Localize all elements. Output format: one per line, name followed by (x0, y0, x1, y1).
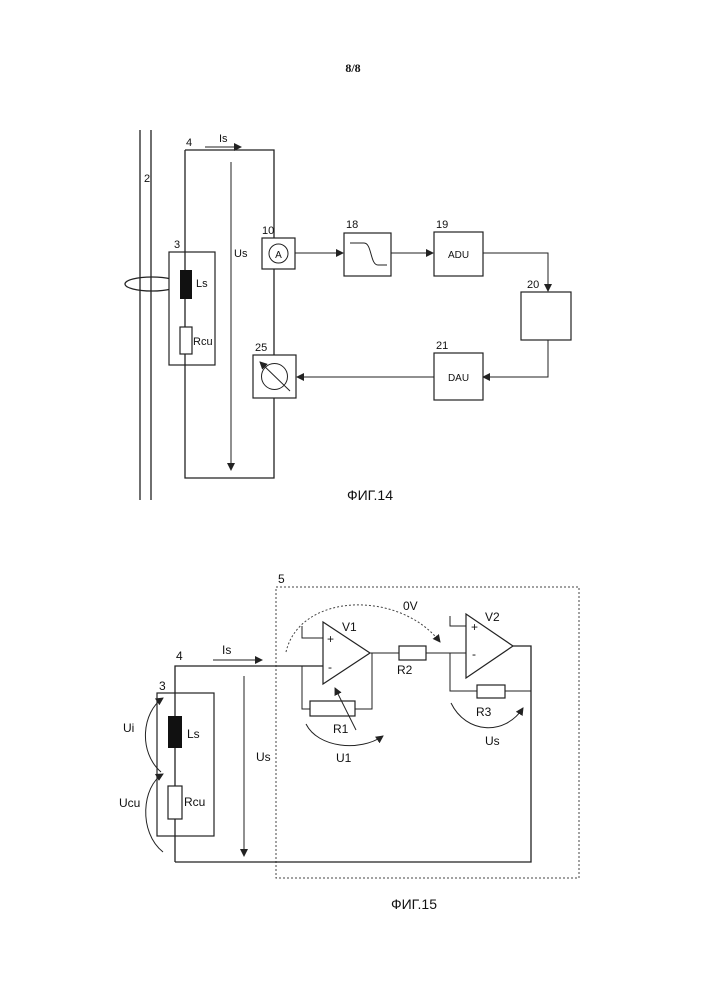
fig15-caption: ФИГ.15 (391, 896, 437, 912)
label-ui: Ui (123, 721, 134, 735)
ref-filter-18: 18 (346, 219, 358, 231)
inductor-ls-15 (168, 716, 182, 748)
loop-return-wire-15 (175, 646, 531, 862)
coil-unit-box-15 (157, 693, 214, 836)
ref-processor-20: 20 (527, 279, 539, 291)
label-u1: U1 (336, 751, 352, 765)
opamp-v2-minus: - (472, 647, 476, 661)
resistor-r2 (399, 646, 426, 660)
resistor-rcu (180, 327, 192, 354)
processor-box (521, 292, 571, 340)
dau-label: DAU (448, 373, 469, 384)
label-us-15: Us (256, 750, 271, 764)
v1-feedback-wire (302, 666, 310, 709)
figure-14: 2 3 4 Ls Rcu Is Us A 10 18 (125, 130, 571, 503)
label-is: Is (219, 133, 228, 145)
figure-15: 5 3 4 Ls Rcu Ui Ucu Is Us + - V1 (119, 572, 579, 912)
amplifier-block-5 (276, 587, 579, 878)
label-us-out: Us (485, 734, 500, 748)
label-v1: V1 (342, 620, 357, 634)
inductor-ls (180, 270, 192, 299)
v1-plus-wire (302, 626, 323, 638)
ref-loop-4-15: 4 (176, 649, 183, 663)
ref-ammeter-10: 10 (262, 225, 274, 237)
label-v2: V2 (485, 610, 500, 624)
opamp-v2-plus: + (471, 620, 478, 634)
fig14-caption: ФИГ.14 (347, 487, 393, 503)
label-rcu: Rcu (193, 336, 213, 348)
ref-source-25: 25 (255, 342, 267, 354)
ref-conductor-2: 2 (144, 173, 150, 185)
ref-coil-unit-3: 3 (174, 239, 180, 251)
label-0v: 0V (403, 599, 418, 613)
label-us: Us (234, 248, 248, 260)
filter-box (344, 233, 391, 276)
adu-label: ADU (448, 250, 469, 261)
opamp-v1-minus: - (328, 660, 332, 674)
ref-amplifier-block-5: 5 (278, 572, 285, 586)
ref-dau-21: 21 (436, 340, 448, 352)
ref-coil-unit-3-15: 3 (159, 679, 166, 693)
resistor-rcu-15 (168, 786, 182, 819)
ref-adu-19: 19 (436, 219, 448, 231)
opamp-v1-plus: + (327, 632, 334, 646)
label-ls-15: Ls (187, 727, 200, 741)
label-is-15: Is (222, 643, 231, 657)
signal-line-20-21 (483, 340, 548, 377)
page-number: 8/8 (345, 61, 360, 75)
label-ls: Ls (196, 278, 208, 290)
ammeter-symbol: A (275, 250, 282, 261)
label-r3: R3 (476, 705, 492, 719)
label-rcu-15: Rcu (184, 795, 205, 809)
ref-loop-4: 4 (186, 137, 192, 149)
label-ucu: Ucu (119, 796, 140, 810)
v2-plus-wire (450, 616, 466, 626)
label-r1: R1 (333, 722, 349, 736)
label-r2: R2 (397, 663, 413, 677)
resistor-r3 (477, 685, 505, 698)
